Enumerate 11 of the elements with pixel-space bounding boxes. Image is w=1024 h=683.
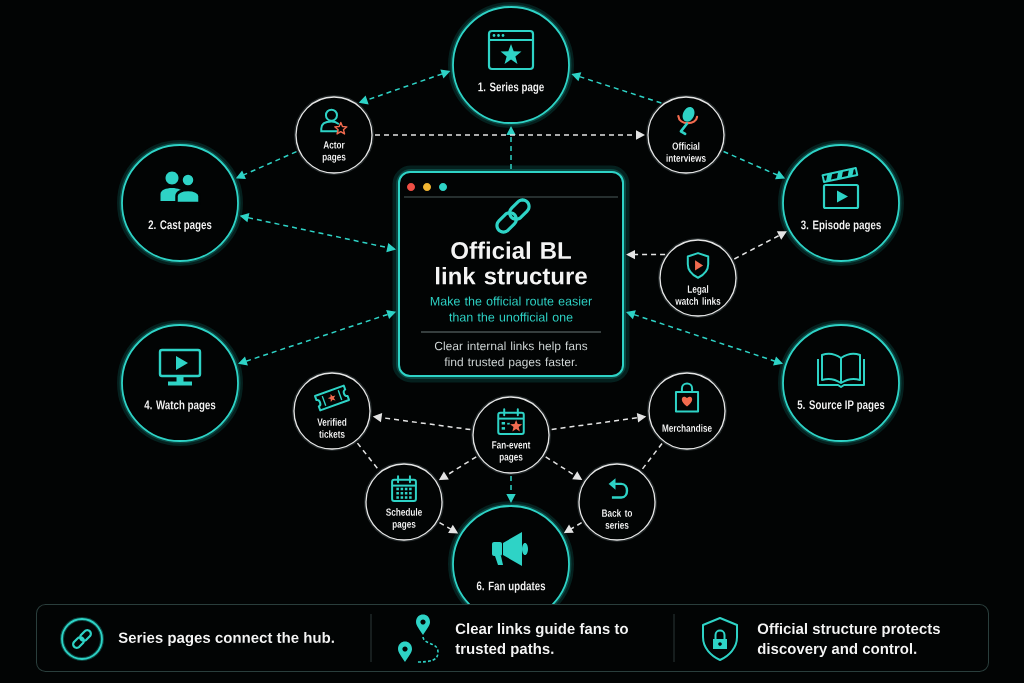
hub-title: Official BL link structure — [436, 241, 587, 285]
arrow — [506, 475, 516, 503]
arrow — [733, 231, 787, 260]
connector-line — [641, 442, 663, 471]
connector-line — [356, 442, 380, 471]
subtitle: Make the official route easier than the unofficial one — [430, 296, 592, 322]
arrow — [374, 130, 645, 140]
arrow — [506, 126, 516, 170]
footer-text: Series pages connect the hub. — [118, 632, 334, 647]
description: Clear internal links help fans find trusted pages faster. — [434, 341, 588, 369]
footer-text: Official structure protects discovery and control. — [757, 623, 940, 657]
